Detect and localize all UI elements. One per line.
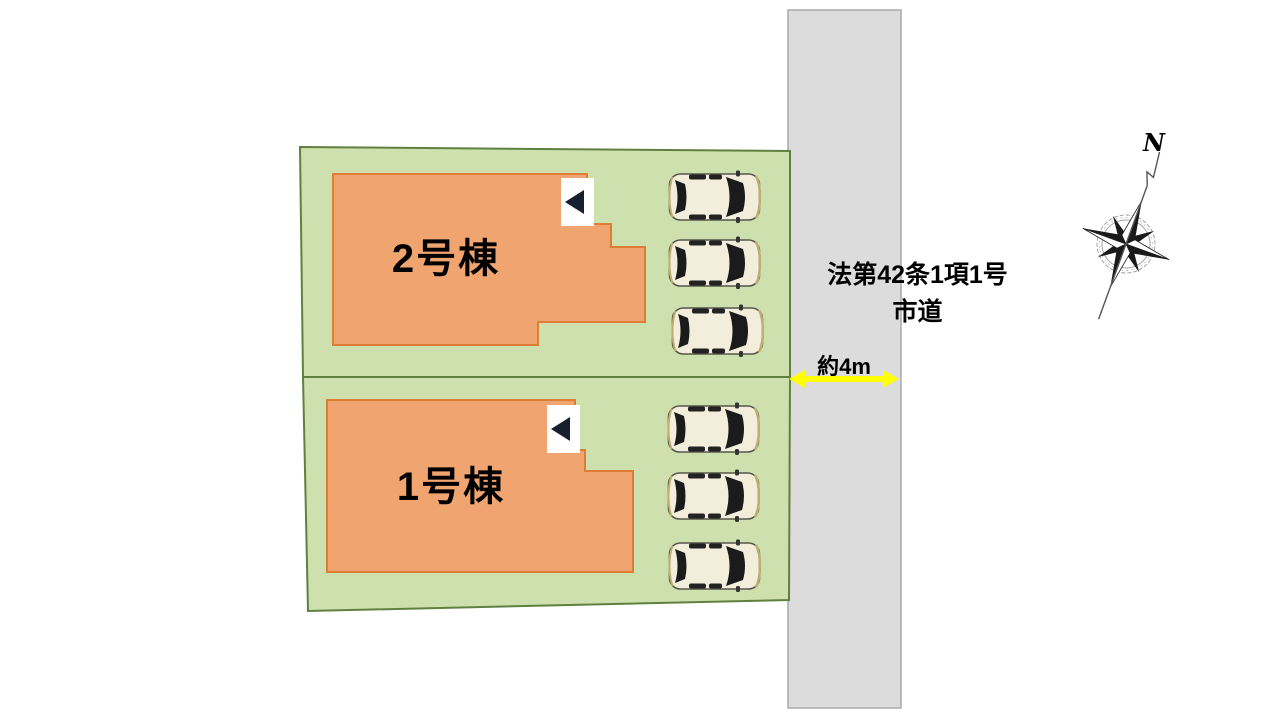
road-surface bbox=[787, 9, 902, 709]
road-width-label: 約4m bbox=[817, 354, 871, 379]
road-type-text: 市道 bbox=[892, 298, 943, 326]
car-icon bbox=[668, 539, 761, 593]
car-icon bbox=[671, 304, 764, 358]
compass-rose-icon bbox=[1082, 151, 1170, 320]
car-icon bbox=[667, 402, 760, 456]
road-width-arrow bbox=[789, 370, 899, 388]
entrance-marker-building-1 bbox=[547, 405, 580, 453]
building-1-label: 1号棟 bbox=[396, 465, 506, 509]
compass-north-label: N bbox=[1143, 128, 1165, 157]
road-label: 法第42条1項1号 市道 bbox=[795, 257, 1040, 331]
entrance-marker-building-2 bbox=[561, 178, 594, 226]
entrance-direction-icon bbox=[551, 417, 570, 441]
car-icon bbox=[667, 469, 760, 523]
road-regulation-text: 法第42条1項1号 bbox=[827, 261, 1008, 289]
car-icon bbox=[668, 170, 761, 224]
car-icon bbox=[668, 236, 761, 290]
entrance-direction-icon bbox=[565, 190, 584, 214]
building-2-label: 2号棟 bbox=[391, 237, 501, 281]
